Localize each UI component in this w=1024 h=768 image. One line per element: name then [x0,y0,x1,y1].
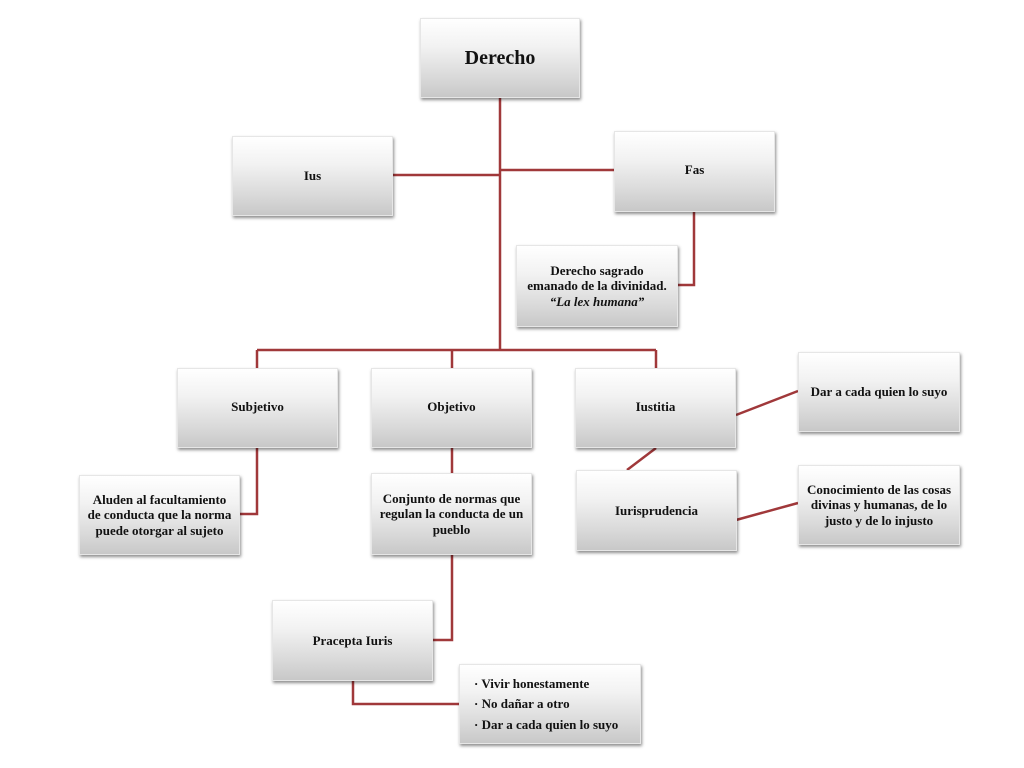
node-derecho: Derecho [420,18,580,98]
precepta-item: · Dar a cada quien lo suyo [474,716,619,732]
node-subjetivo: Subjetivo [177,368,338,448]
node-iustitia-label: Iustitia [635,399,676,414]
subjetivo-desc-label: Aluden al facultamiento de conducta que … [87,491,232,538]
node-derecho-label: Derecho [464,47,536,69]
objetivo-desc-label: Conjunto de normas que regulan la conduc… [379,490,524,537]
iurisprudencia-desc-label: Conocimiento de las cosas divinas y huma… [806,481,952,528]
node-precepta-iuris: Pracepta Iuris [272,600,433,681]
fas-desc-line-2: emanado de la divinidad. [527,278,667,294]
node-iurisprudencia: Iurisprudencia [576,470,737,551]
line-subjetivo-desc [240,448,259,516]
node-subjetivo-description: Aluden al facultamiento de conducta que … [79,475,240,555]
line-iustitia-desc [735,389,799,417]
precepta-item: · No dañar a otro [474,696,570,712]
node-ius: Ius [232,136,393,216]
node-ius-label: Ius [303,168,322,184]
node-precepta-list: · Vivir honestamente · No dañar a otro ·… [459,664,641,744]
node-iurisprudencia-label: Iurisprudencia [614,502,699,518]
line-iurisprudencia-desc [735,501,799,522]
precepta-item: · Vivir honestamente [474,675,590,691]
node-objetivo-description: Conjunto de normas que regulan la conduc… [371,473,532,555]
node-iurisprudencia-description: Conocimiento de las cosas divinas y huma… [798,465,960,545]
line-iustitia-iurisprudencia [626,447,657,471]
fas-desc-line-3: “La lex humana” [549,293,645,309]
node-fas-label: Fas [684,162,705,177]
node-iustitia-description: Dar a cada quien lo suyo [798,352,960,432]
node-fas-description: Derecho sagrado emanado de la divinidad.… [516,245,678,327]
fas-desc-line-1: Derecho sagrado [550,262,644,278]
node-precepta-label: Pracepta Iuris [312,632,393,648]
line-precepta-list [351,681,459,706]
line-fas-desc [678,212,696,287]
node-subjetivo-label: Subjetivo [231,399,284,414]
node-fas: Fas [614,131,775,212]
line-precepta [433,555,454,642]
iustitia-desc-label: Dar a cada quien lo suyo [810,384,948,400]
node-iustitia: Iustitia [575,368,736,448]
node-objetivo-label: Objetivo [427,399,476,414]
node-objetivo: Objetivo [371,368,532,448]
